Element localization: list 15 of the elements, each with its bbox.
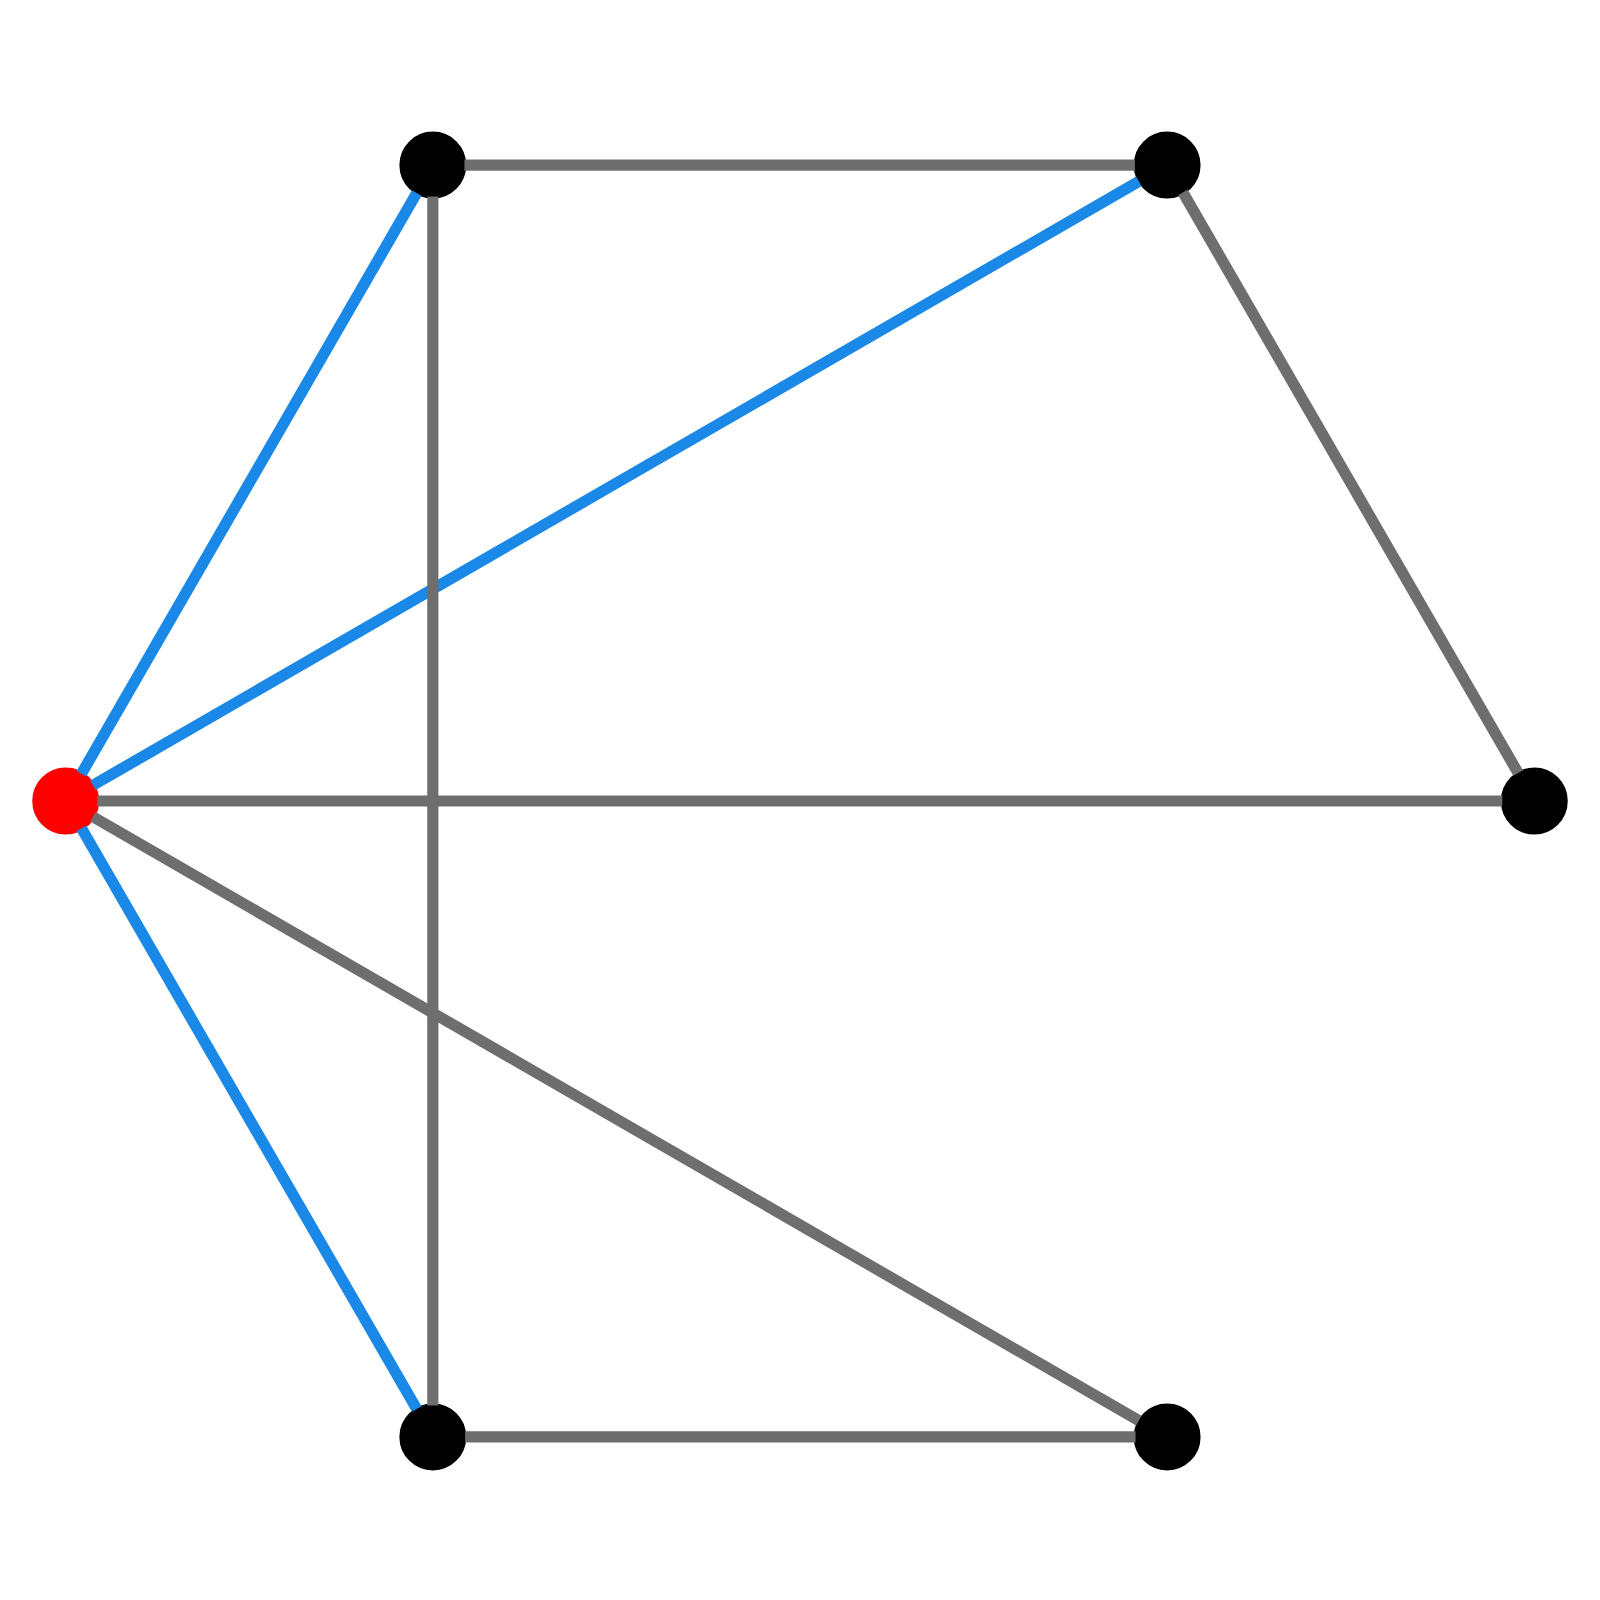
connector (90, 810, 1142, 1425)
connector (76, 189, 422, 776)
connector (97, 794, 1503, 806)
node-circle (399, 130, 467, 198)
node-circle (32, 766, 100, 834)
connector (464, 158, 1135, 170)
connector (1178, 188, 1523, 775)
connector (427, 195, 439, 1405)
node-circle (1500, 766, 1568, 834)
node-circle (1133, 130, 1201, 198)
node-circle (1133, 1402, 1201, 1470)
connector (76, 824, 422, 1411)
connector (465, 1430, 1136, 1442)
node-circle (399, 1402, 467, 1470)
connector (90, 175, 1142, 790)
